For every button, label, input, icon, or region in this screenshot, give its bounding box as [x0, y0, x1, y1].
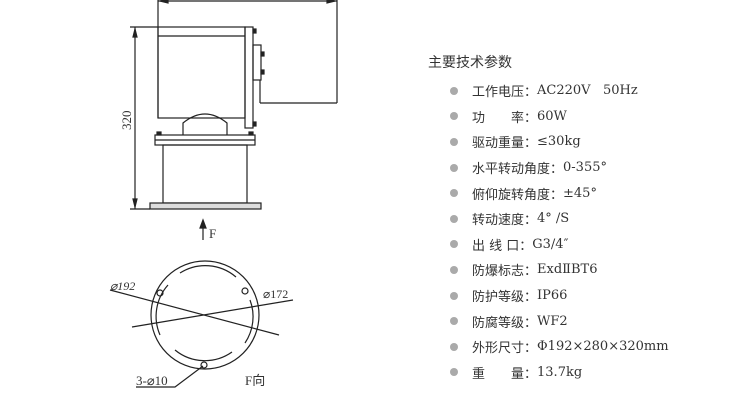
- spec-label: 防护等级：: [472, 290, 538, 306]
- spec-item: 转动速度：4° /S: [450, 206, 669, 232]
- spec-value: 60W: [537, 108, 567, 124]
- spec-value: ExdⅡBT6: [537, 262, 598, 278]
- spec-value: ≤30kg: [537, 134, 581, 150]
- spec-label: 出 线 口：: [472, 238, 533, 254]
- bullet-icon: [450, 291, 458, 300]
- spec-item: 防爆标志：ExdⅡBT6: [450, 257, 669, 283]
- spec-value: IP66: [537, 288, 568, 304]
- spec-item: 水平转动角度：0-355°: [450, 155, 669, 181]
- spec-item: 工作电压：AC220V 50Hz: [450, 78, 669, 104]
- outer-diameter-label: ⌀192: [110, 279, 135, 293]
- side-view: 320: [119, 0, 338, 210]
- view-arrow-label: F: [209, 226, 216, 241]
- bullet-icon: [450, 317, 458, 326]
- spec-value: 0-355°: [563, 160, 607, 176]
- spec-label: 水平转动角度：: [472, 162, 564, 178]
- bullet-icon: [450, 112, 458, 121]
- spec-label: 防腐等级：: [472, 315, 538, 331]
- spec-item: 外形尺寸：Φ192×280×320mm: [450, 334, 669, 360]
- spec-value: WF2: [537, 313, 568, 329]
- spec-label: 功 率：: [472, 110, 538, 126]
- bullet-icon: [450, 214, 458, 223]
- spec-item: 驱动重量：≤30kg: [450, 129, 669, 155]
- spec-label: 俯仰旋转角度：: [472, 187, 564, 203]
- spec-item: 俯仰旋转角度：±45°: [450, 180, 669, 206]
- spec-value: 13.7kg: [537, 364, 583, 380]
- spec-value: ±45°: [563, 185, 597, 201]
- bullet-icon: [450, 163, 458, 172]
- inner-diameter-label: ⌀172: [263, 287, 288, 301]
- view-direction-arrow: F: [199, 218, 216, 241]
- bullet-icon: [450, 137, 458, 146]
- spec-label: 转动速度：: [472, 213, 538, 229]
- spec-value: G3/4″: [532, 236, 569, 252]
- spec-value: AC220V 50Hz: [537, 83, 638, 99]
- spec-value: Φ192×280×320mm: [537, 339, 669, 355]
- holes-label: 3-⌀10: [136, 373, 168, 388]
- bullet-icon: [450, 189, 458, 198]
- view-label: F向: [245, 373, 265, 388]
- spec-item: 防护等级：IP66: [450, 283, 669, 309]
- bullet-icon: [450, 240, 458, 249]
- spec-item: 重 量：13.7kg: [450, 360, 669, 386]
- technical-drawing: 320 F ⌀192 ⌀172 3-⌀10 F向: [109, 0, 338, 388]
- spec-label: 外形尺寸：: [472, 341, 538, 357]
- bullet-icon: [450, 342, 458, 351]
- bullet-icon: [450, 368, 458, 377]
- spec-item: 功 率：60W: [450, 104, 669, 130]
- height-dimension-label: 320: [119, 111, 134, 131]
- spec-label: 驱动重量：: [472, 136, 538, 152]
- spec-label: 工作电压：: [472, 85, 538, 101]
- spec-label: 重 量：: [472, 366, 538, 382]
- spec-item: 出 线 口：G3/4″: [450, 232, 669, 258]
- specs-title: 主要技术参数: [428, 55, 512, 71]
- bullet-icon: [450, 265, 458, 274]
- spec-value: 4° /S: [537, 211, 570, 227]
- spec-item: 防腐等级：WF2: [450, 308, 669, 334]
- spec-label: 防爆标志：: [472, 264, 538, 280]
- bottom-view: ⌀192 ⌀172 3-⌀10 F向: [109, 260, 294, 388]
- bullet-icon: [450, 86, 458, 95]
